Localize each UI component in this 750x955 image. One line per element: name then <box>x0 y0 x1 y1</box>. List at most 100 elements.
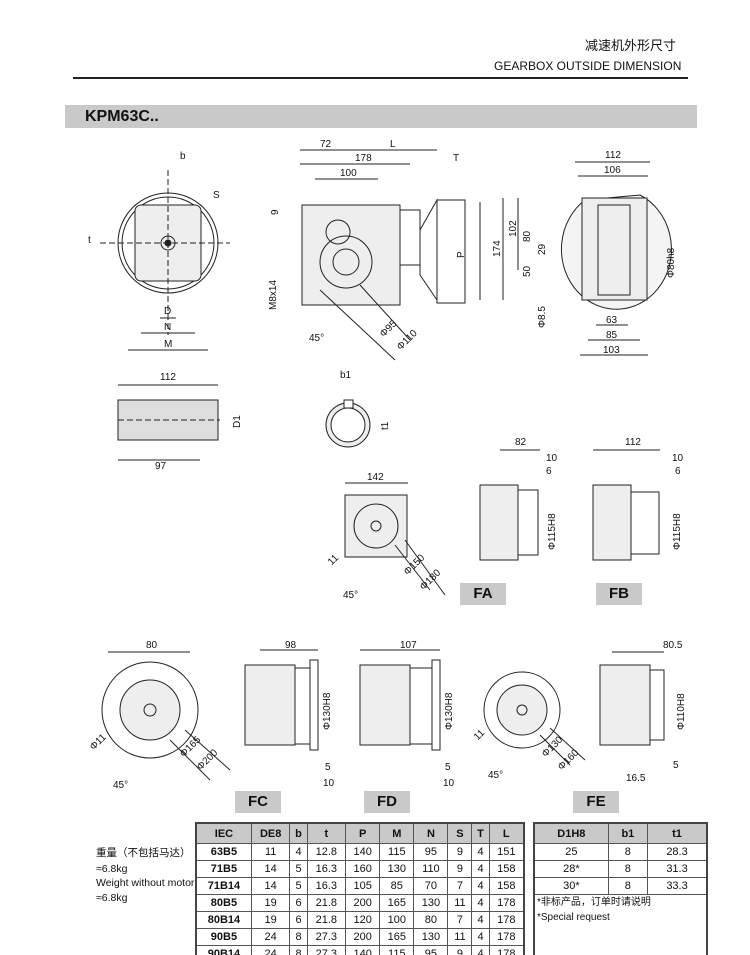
fe-side-view <box>599 651 665 746</box>
table-cell: 100 <box>379 911 415 929</box>
fd-phi130: Φ130H8 <box>444 692 455 730</box>
fa-side-view <box>479 449 540 561</box>
dim-106: 106 <box>604 165 621 176</box>
table-cell: 71B14 <box>195 877 252 895</box>
fb-phi115: Φ115H8 <box>672 513 683 550</box>
table-cell: 11 <box>250 843 291 861</box>
fa-angle: 45° <box>343 590 359 601</box>
table-cell: 28.3 <box>647 843 708 861</box>
bottom-view <box>502 161 672 356</box>
dim-m8x14: M8x14 <box>268 279 279 310</box>
weight-en: Weight without motor <box>96 877 195 889</box>
table-cell: 130 <box>413 928 449 946</box>
table-cell: 140 <box>345 843 381 861</box>
fb-10: 10 <box>672 453 684 464</box>
table-cell: 27.3 <box>306 928 347 946</box>
table-cell: 27.3 <box>306 945 347 955</box>
dim-178: 178 <box>355 153 372 164</box>
col-iec: IEC <box>195 822 252 844</box>
table-cell: 4 <box>289 843 308 861</box>
dim-m: M <box>164 339 173 350</box>
fa-82: 82 <box>515 437 527 448</box>
fd-side-view <box>359 649 441 751</box>
fd-10: 10 <box>443 778 455 789</box>
table-cell: 71B5 <box>195 860 252 878</box>
fa-flange-view <box>344 482 446 596</box>
table-cell: 7 <box>447 911 473 929</box>
table-cell: 4 <box>471 945 490 955</box>
dim-9: 9 <box>270 209 281 215</box>
table-cell: 115 <box>379 843 415 861</box>
note-en: *Special request <box>537 912 610 923</box>
table-cell: 9 <box>447 843 473 861</box>
fb-112: 112 <box>625 437 641 448</box>
table-cell: 70 <box>413 877 449 895</box>
fd-5: 5 <box>445 762 451 773</box>
table-cell: 120 <box>345 911 381 929</box>
table-cell: 165 <box>379 928 415 946</box>
table-cell: 8 <box>607 877 649 895</box>
dim-angle: 45° <box>309 333 325 344</box>
table-cell: 90B5 <box>195 928 252 946</box>
col-n: N <box>413 822 449 844</box>
dim-n: N <box>164 322 172 333</box>
table-cell: 11 <box>447 894 473 912</box>
table-cell: 5 <box>289 860 308 878</box>
header-rule <box>73 77 688 79</box>
table-cell: 151 <box>488 843 525 861</box>
dim-phi8-5: Φ8.5 <box>537 306 548 328</box>
weight-cn-value: ≈6.8kg <box>96 863 128 875</box>
dim-t: t <box>88 235 91 246</box>
table-cell: 110 <box>413 860 449 878</box>
fe-phi110: Φ110H8 <box>676 693 687 730</box>
dim-112: 112 <box>605 150 621 161</box>
table-cell: 24 <box>250 928 291 946</box>
weight-cn: 重量（不包括马达） <box>96 847 191 859</box>
fe-80-5: 80.5 <box>663 640 683 651</box>
dim-50: 50 <box>522 265 533 277</box>
table-cell: 4 <box>471 894 490 912</box>
table-cell: 178 <box>488 928 525 946</box>
col-b1: b1 <box>607 822 649 844</box>
table-cell: 8 <box>289 945 308 955</box>
table-cell: 140 <box>345 945 381 955</box>
fc-side-view <box>244 649 319 751</box>
col-d1h8: D1H8 <box>533 822 609 844</box>
fb-side-view <box>592 449 660 561</box>
table-cell: 8 <box>607 843 649 861</box>
table-cell: 80B5 <box>195 894 252 912</box>
keyway-b1: b1 <box>340 370 352 381</box>
title-cn: 减速机外形尺寸 <box>585 38 677 53</box>
dim-l: L <box>390 139 396 150</box>
fd-107: 107 <box>400 640 417 651</box>
dim-p: P <box>456 251 467 258</box>
fe-flange-view <box>483 671 586 766</box>
table-cell: 90B14 <box>195 945 252 955</box>
table-cell: 4 <box>471 928 490 946</box>
table-cell: 28* <box>533 860 609 878</box>
col-s: S <box>447 822 473 844</box>
fc-label: FC <box>235 791 281 813</box>
hollow-shaft-view <box>117 384 220 461</box>
fa-10: 10 <box>546 453 558 464</box>
table-cell: 16.3 <box>306 877 347 895</box>
model-band: KPM63C.. <box>65 105 697 128</box>
dim-d: D <box>164 306 172 317</box>
table-cell: 30* <box>533 877 609 895</box>
note-cn: *非标产品，订单时请说明 <box>537 897 651 908</box>
shaft-d1: D1 <box>232 415 243 428</box>
table-cell: 21.8 <box>306 911 347 929</box>
col-l: L <box>488 822 525 844</box>
